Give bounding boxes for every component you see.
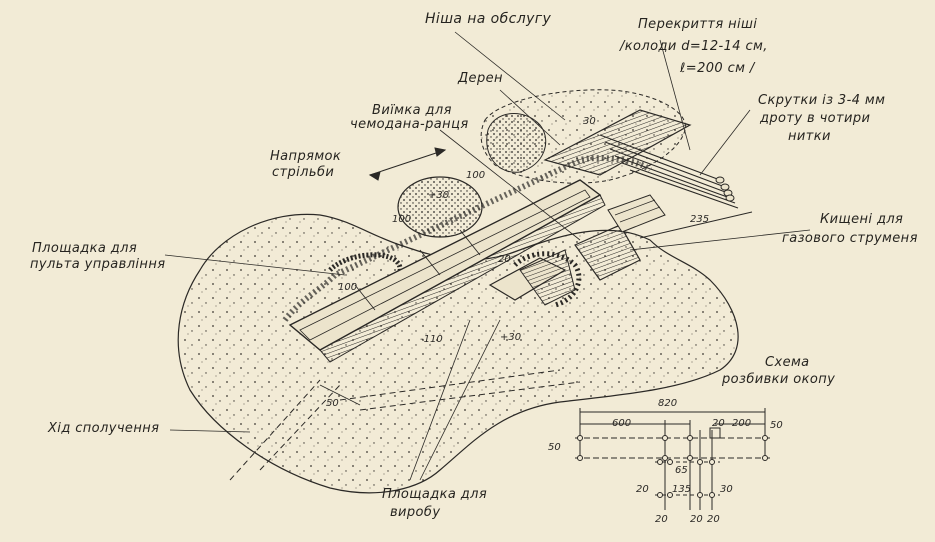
vyrib-pad: [519, 249, 576, 306]
scheme-stakes: [577, 435, 768, 498]
firing-direction-arrow: [368, 147, 447, 181]
label-device-2: виробу: [390, 505, 441, 520]
turf-clump: [486, 113, 547, 173]
label-twists-1: Скрутки із 3-4 мм: [758, 93, 886, 108]
scheme-total: 820: [658, 398, 678, 409]
logs: [599, 134, 739, 209]
dim-20: 20: [498, 254, 511, 265]
communication-lines: [229, 369, 581, 481]
suitcase-recess: [397, 176, 483, 238]
dim-30-c: +30: [500, 332, 522, 343]
label-cover-2: /колоди d=12-14 см,: [620, 39, 768, 54]
label-recess-1: Виїмка для: [372, 103, 452, 118]
label-passage: Хід сполучення: [48, 421, 160, 436]
label-gas-1: Кищені для: [820, 212, 904, 227]
label-scheme-1: Схема: [765, 355, 810, 370]
gas-pocket: [574, 224, 641, 281]
label-device-1: Площадка для: [382, 487, 488, 502]
scheme-30: 30: [720, 484, 733, 495]
label-turf: Дерен: [458, 71, 503, 86]
dim-30-b: +30: [428, 190, 450, 201]
dim-50: 50: [326, 398, 339, 409]
scheme-20-b: 20: [690, 514, 703, 525]
gas-pocket-steps: [607, 194, 666, 233]
log-ends: [715, 176, 735, 202]
dim-235: 235: [690, 214, 710, 225]
scheme-20-c: 20: [707, 514, 720, 525]
scheme-20-left: 20: [636, 484, 649, 495]
dim-100-b: 100: [392, 214, 412, 225]
dim-110: -110: [420, 334, 443, 345]
dim-100-a: 100: [466, 170, 486, 181]
label-scheme-2: розбивки окопу: [722, 372, 836, 387]
label-recess-2: чемодана-ранця: [350, 117, 469, 132]
scheme-side-left: 50: [548, 442, 561, 453]
scheme-135: 135: [672, 484, 692, 495]
label-pult-2: пульта управління: [30, 257, 166, 272]
label-firing-2: стрільби: [272, 165, 335, 180]
label-pult-1: Площадка для: [32, 241, 138, 256]
scheme-side-right: 50: [770, 420, 783, 431]
scheme-20-a: 20: [655, 514, 668, 525]
trench-floor: [299, 189, 591, 341]
label-cover-3: ℓ=200 см /: [680, 61, 755, 76]
trench-layout-scheme: [575, 408, 770, 510]
pult-pad-edge: [328, 252, 403, 288]
scheme-mid: 20: [712, 418, 725, 429]
dim-30-top: 30: [583, 116, 596, 127]
soil-parapet: [177, 213, 739, 494]
niche: [543, 109, 692, 176]
scheme-65: 65: [675, 465, 688, 476]
label-twists-3: нитки: [788, 129, 831, 144]
trench-wall: [319, 194, 606, 363]
scheme-left: 600: [612, 418, 632, 429]
label-gas-2: газового струменя: [782, 231, 918, 246]
scheme-right: 200: [732, 418, 752, 429]
label-cover-1: Перекриття ніші: [638, 17, 758, 32]
label-firing-1: Напрямок: [270, 149, 342, 164]
label-twists-2: дроту в чотири: [760, 111, 871, 126]
label-niche: Ніша на обслугу: [425, 11, 552, 27]
leader-lines: [164, 31, 811, 481]
dim-100-c: 100: [338, 282, 358, 293]
